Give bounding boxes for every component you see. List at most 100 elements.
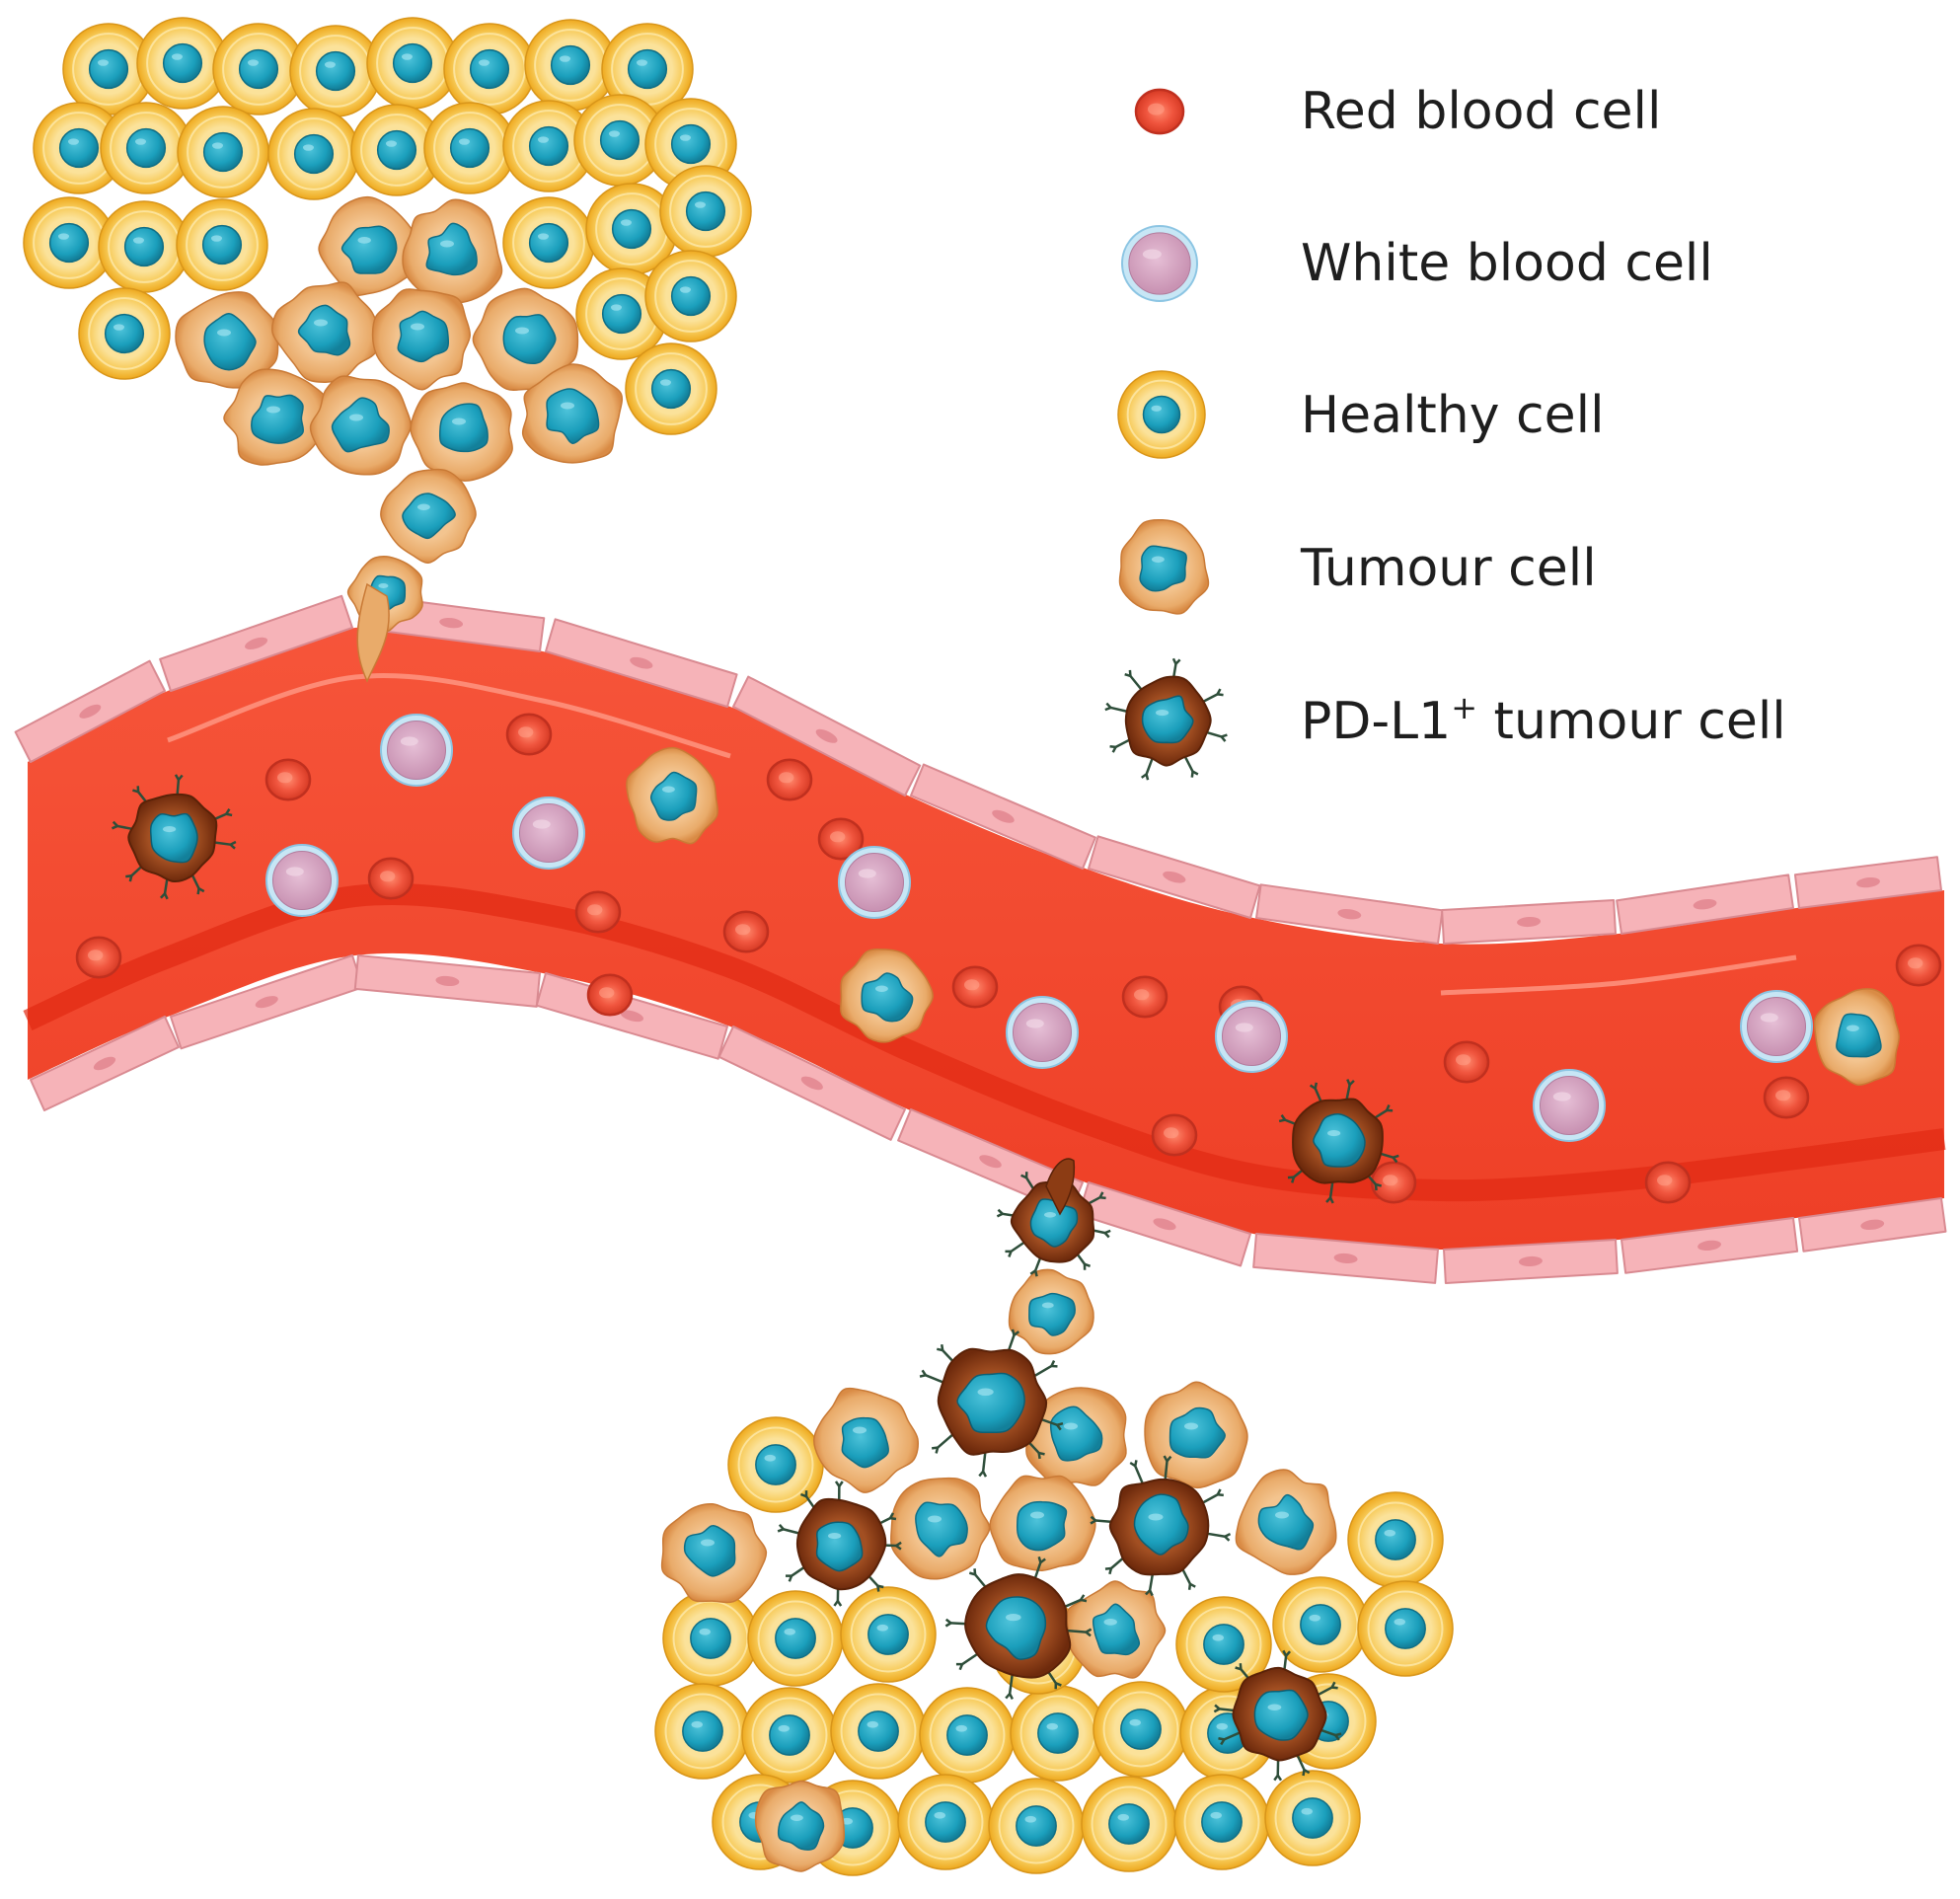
tumour-cell — [318, 195, 419, 297]
white-blood-cell — [1533, 1069, 1606, 1142]
healthy-cell — [267, 108, 360, 200]
tumour-cell — [660, 1502, 768, 1604]
white-blood-cell — [380, 714, 453, 787]
healthy-cell — [443, 23, 536, 115]
endothelial-cell — [545, 618, 738, 708]
healthy-cell — [136, 17, 229, 110]
red-blood-cell — [1151, 1113, 1198, 1157]
healthy-cell — [423, 102, 516, 194]
tumour-cell — [175, 291, 279, 389]
tumour-cell — [371, 288, 471, 391]
healthy-cell — [176, 198, 268, 291]
red-blood-cell — [1443, 1040, 1490, 1084]
tumour-cell — [1065, 1580, 1167, 1679]
tumour-cell-icon — [1118, 518, 1210, 615]
blood-vessel — [14, 593, 1947, 1284]
healthy-cell — [33, 102, 125, 194]
tumour-cell — [840, 948, 934, 1043]
healthy-cell — [840, 1586, 937, 1683]
red-blood-cell-icon — [1134, 88, 1185, 135]
healthy-cell — [524, 19, 617, 112]
white-blood-cell — [265, 844, 339, 917]
tumour-cell — [889, 1477, 991, 1580]
endothelial-cell — [1621, 1217, 1799, 1274]
endothelial-cell — [1252, 1233, 1439, 1284]
healthy-cell-icon — [1117, 370, 1206, 459]
red-blood-cell — [817, 817, 865, 861]
healthy-cell — [601, 23, 694, 115]
tumour-cell — [1008, 1268, 1094, 1355]
healthy-cell — [644, 250, 737, 342]
healthy-cell — [727, 1416, 824, 1513]
healthy-cell — [573, 94, 666, 187]
healthy-cell — [662, 1590, 759, 1687]
healthy-cell — [1093, 1681, 1189, 1778]
tumour-cell — [813, 1387, 919, 1493]
red-blood-cell — [1644, 1161, 1692, 1204]
cell-migration-tail — [356, 582, 390, 683]
endothelial-cell — [353, 954, 541, 1008]
endothelial-cell — [1443, 1239, 1619, 1284]
vessel-shadow — [23, 882, 1946, 1202]
endothelial-cell — [1798, 1197, 1947, 1253]
pdl1-tumour-cell — [919, 1329, 1064, 1478]
endothelial-cell — [1793, 856, 1942, 909]
tumour-cell — [380, 468, 477, 565]
endothelial-cell — [717, 1025, 906, 1141]
healthy-cell — [741, 1687, 838, 1784]
legend: Red blood cell White blood cell Healthy … — [1104, 82, 1786, 781]
healthy-cell — [1264, 1770, 1361, 1866]
tumour-cell — [402, 198, 503, 304]
healthy-cell — [919, 1687, 1016, 1784]
healthy-cell — [1272, 1576, 1369, 1673]
legend-label-tumour-cell: Tumour cell — [1300, 539, 1597, 598]
healthy-cell — [585, 183, 678, 275]
pdl1-tumour-cell — [111, 774, 237, 900]
circulating-cells — [75, 713, 1942, 1204]
endothelial-cell — [14, 659, 166, 763]
endothelial-cell — [1441, 899, 1617, 945]
pdl1-tumour-cell — [1213, 1649, 1342, 1782]
healthy-cell — [177, 106, 269, 198]
vessel-highlight — [167, 673, 731, 759]
tumour-cell — [309, 375, 412, 476]
primary-tumour-cluster — [23, 17, 752, 683]
red-blood-cell — [766, 758, 813, 801]
legend-label-red-blood-cell: Red blood cell — [1301, 82, 1661, 141]
tumour-cell — [410, 382, 513, 482]
pdl1-tumour-cell — [944, 1556, 1093, 1700]
endothelial-cell — [1616, 874, 1794, 935]
secondary-tumour-cluster — [654, 1158, 1454, 1876]
red-blood-cell — [951, 965, 999, 1009]
healthy-cell — [659, 165, 752, 258]
vessel-highlight — [1440, 954, 1797, 996]
healthy-cell — [502, 196, 595, 289]
white-blood-cell — [1006, 996, 1079, 1069]
pdl1-tumour-cell — [1090, 1455, 1232, 1597]
white-blood-cell — [1740, 990, 1813, 1063]
tumour-cell — [472, 287, 579, 391]
red-blood-cell — [1763, 1076, 1810, 1119]
healthy-cell — [575, 267, 668, 360]
healthy-cell — [897, 1774, 994, 1870]
white-blood-cell — [512, 797, 585, 870]
red-blood-cell — [586, 973, 634, 1017]
legend-label-white-blood-cell: White blood cell — [1301, 234, 1713, 293]
healthy-cell — [830, 1683, 927, 1780]
red-blood-cell — [722, 910, 770, 953]
endothelial-cell — [910, 763, 1096, 870]
red-blood-cell — [574, 890, 622, 934]
tumour-cell — [626, 746, 718, 845]
tumour-cell — [1235, 1469, 1337, 1575]
healthy-cell — [1347, 1491, 1444, 1588]
healthy-cell — [23, 196, 115, 289]
healthy-cell — [1010, 1685, 1106, 1782]
legend-label-pdl1-tumour-cell: PD-L1+ tumour cell — [1301, 689, 1786, 751]
healthy-cell — [100, 102, 192, 194]
tumour-cell — [521, 363, 624, 464]
white-blood-cell — [838, 846, 911, 919]
tumour-cell — [1813, 988, 1901, 1086]
red-blood-cell — [505, 713, 553, 756]
healthy-cell — [98, 200, 190, 293]
